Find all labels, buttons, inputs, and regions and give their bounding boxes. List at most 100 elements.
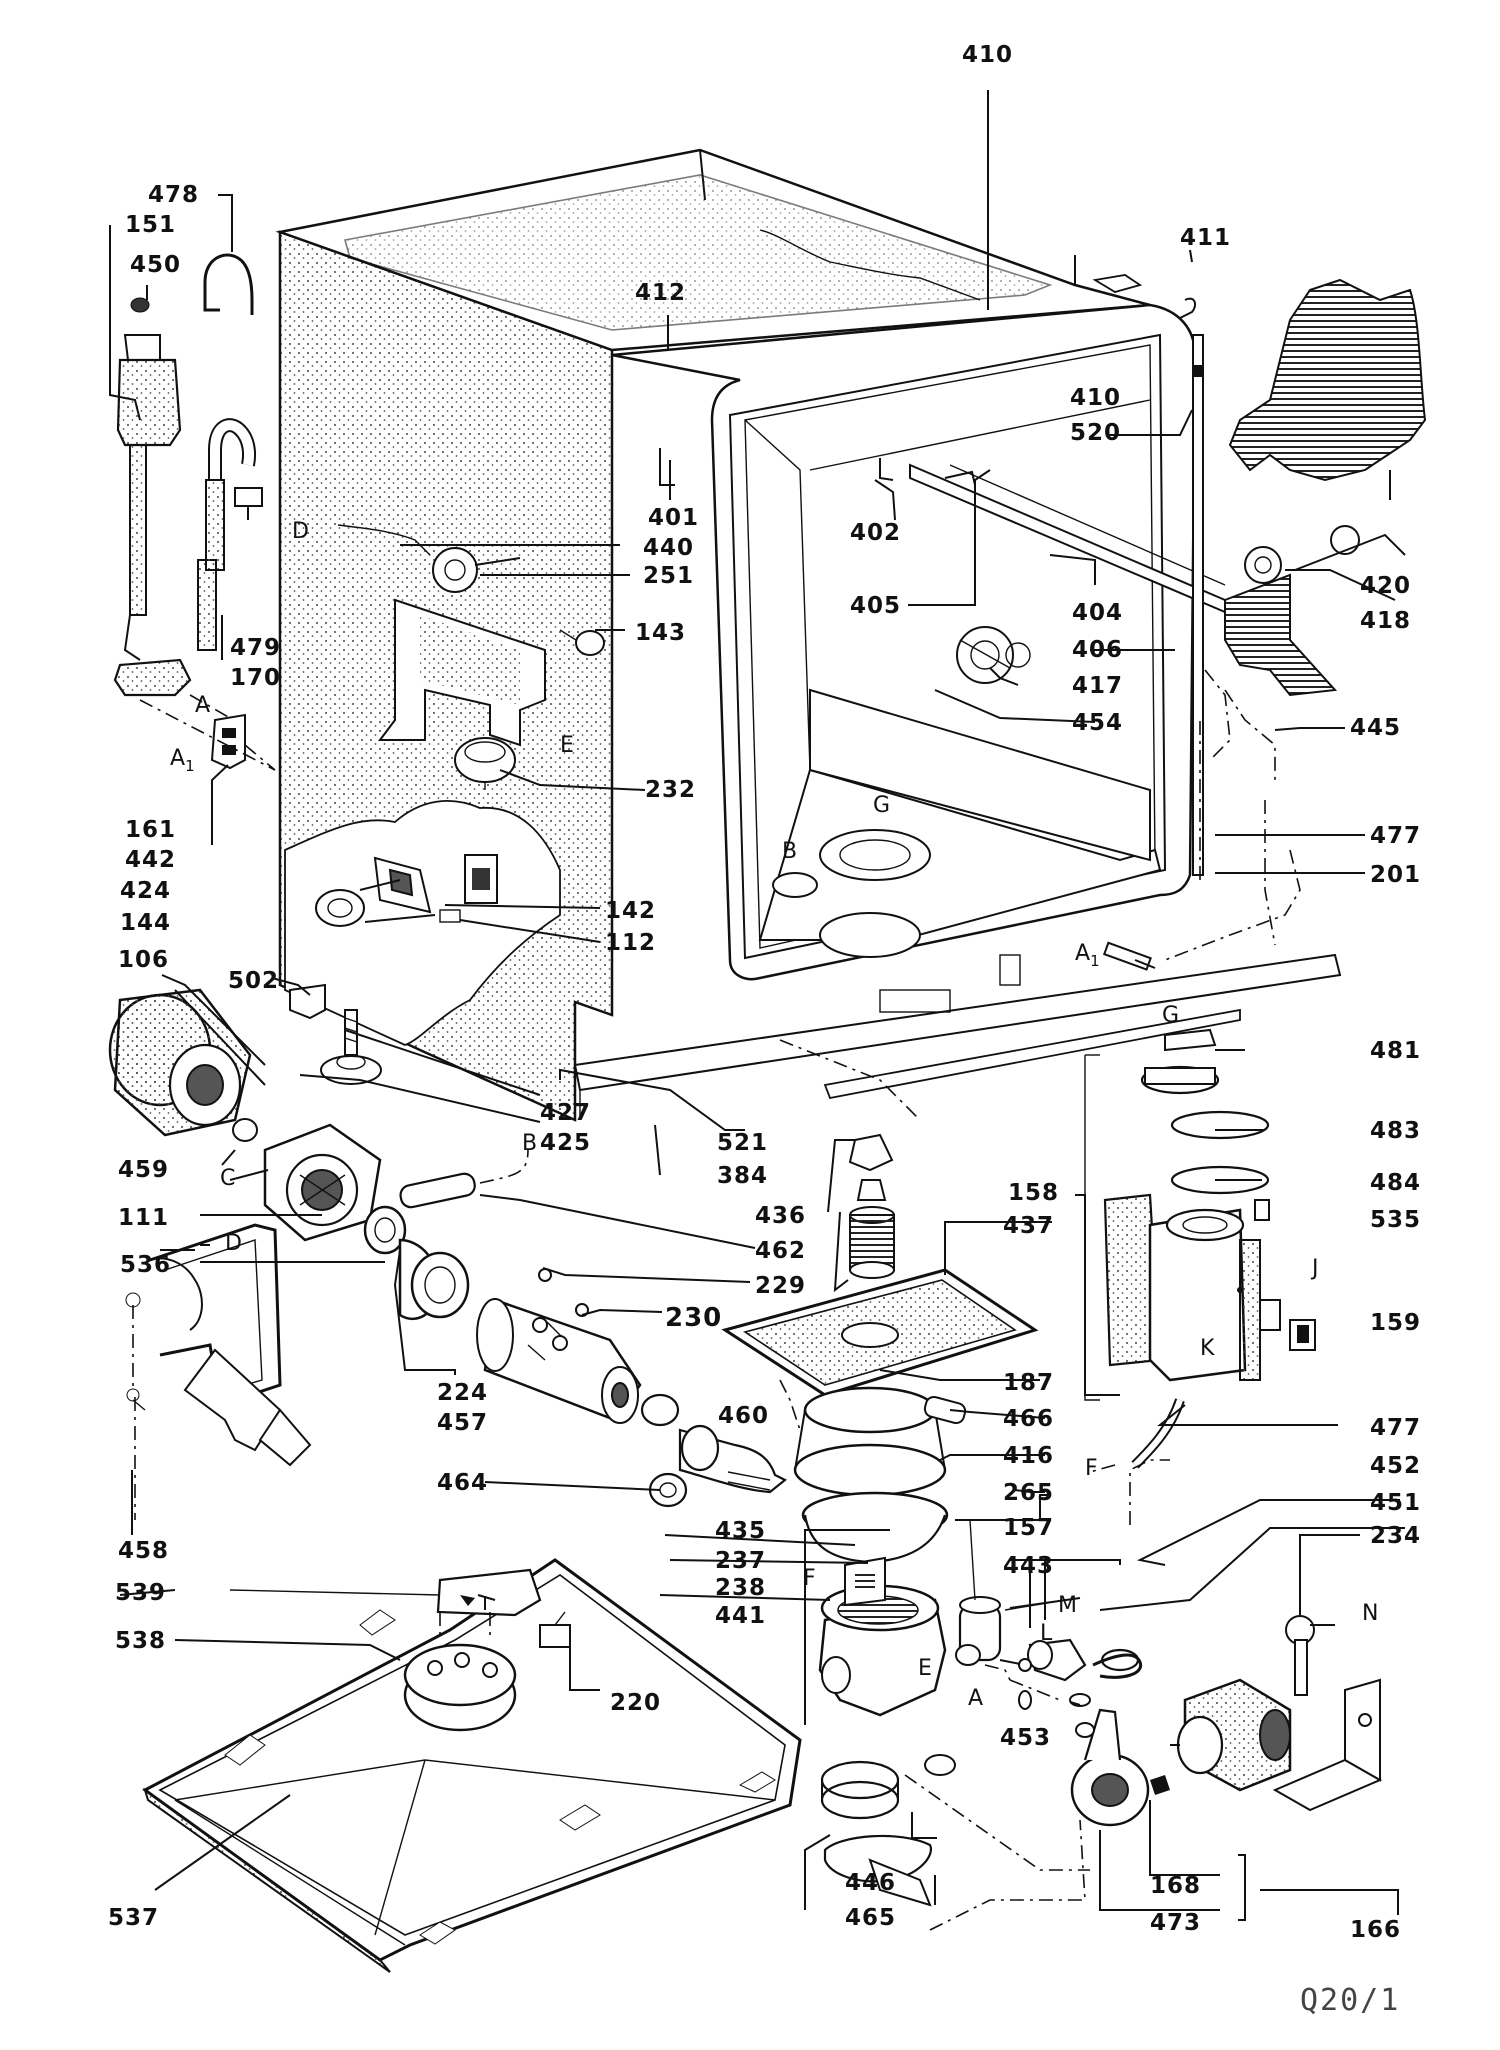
hose-clip <box>203 253 254 315</box>
rinse-aid-cap <box>315 889 365 927</box>
callout-238: 238 <box>715 1575 766 1601</box>
inlet-valve <box>1285 1615 1335 1696</box>
callout-166: 166 <box>1350 1917 1401 1943</box>
callout-535: 535 <box>1370 1207 1421 1233</box>
letter-B-pump: B <box>522 1131 537 1156</box>
letter-A-valve: A <box>968 1686 983 1711</box>
callout-416: 416 <box>1003 1443 1054 1469</box>
heater-terminal <box>1244 546 1282 584</box>
callout-237: 237 <box>715 1548 766 1574</box>
callout-424: 424 <box>120 878 171 904</box>
upper-spray-arm <box>956 626 1014 684</box>
top-frame-inner <box>343 174 1053 331</box>
callout-451: 451 <box>1370 1490 1421 1516</box>
callout-458: 458 <box>118 1538 169 1564</box>
letter-G-tub: G <box>873 793 890 818</box>
letter-D-pump: D <box>225 1231 242 1256</box>
wash-pump <box>263 1123 382 1242</box>
letter-A1-rail: A1 <box>1075 941 1100 970</box>
letter-N-inlet: N <box>1362 1601 1378 1626</box>
rear-panel <box>1228 278 1427 482</box>
callout-404: 404 <box>1072 600 1123 626</box>
leader-lines <box>109 90 1406 1921</box>
callout-417: 417 <box>1072 673 1123 699</box>
callout-406: 406 <box>1072 637 1123 663</box>
letter-markers: D A A1 E G B A1 G C B D J K F F M L E A … <box>170 519 1378 1711</box>
callout-168: 168 <box>1150 1873 1201 1899</box>
callout-151: 151 <box>125 212 176 238</box>
base-rail <box>573 953 1342 1092</box>
callout-410-b: 410 <box>1070 385 1121 411</box>
callout-111: 111 <box>118 1205 169 1231</box>
callout-187: 187 <box>1003 1370 1054 1396</box>
frame-bracket <box>125 1223 312 1520</box>
callout-232: 232 <box>645 777 696 803</box>
callout-462: 462 <box>755 1238 806 1264</box>
letter-E-panel: E <box>560 733 574 758</box>
callout-418: 418 <box>1360 608 1411 634</box>
sump-clamp <box>923 1395 967 1425</box>
filter-cap <box>848 1133 894 1172</box>
letter-J-softener: J <box>1310 1256 1319 1281</box>
callout-435: 435 <box>715 1518 766 1544</box>
callout-411: 411 <box>1180 225 1231 251</box>
wash-motor <box>108 988 266 1137</box>
letter-L-valve: L <box>1040 1621 1053 1646</box>
callout-159: 159 <box>1370 1310 1421 1336</box>
sump-opening <box>819 829 931 881</box>
callout-450: 450 <box>130 252 181 278</box>
callout-441: 441 <box>715 1603 766 1629</box>
callout-521: 521 <box>717 1130 768 1156</box>
tub-back-lip <box>809 688 1151 862</box>
callout-412: 412 <box>635 280 686 306</box>
callout-405: 405 <box>850 593 901 619</box>
callout-224: 224 <box>437 1380 488 1406</box>
callout-440: 440 <box>643 535 694 561</box>
callout-425: 425 <box>540 1130 591 1156</box>
callout-234: 234 <box>1370 1523 1421 1549</box>
float-housing <box>436 1568 542 1640</box>
callout-465: 465 <box>845 1905 896 1931</box>
callout-402: 402 <box>850 520 901 546</box>
cabinet-drawing <box>275 148 1427 1122</box>
callout-477-b: 477 <box>1370 1415 1421 1441</box>
callout-144: 144 <box>120 910 171 936</box>
callout-201: 201 <box>1370 862 1421 888</box>
base-tray <box>142 1558 802 1973</box>
panel-switch <box>432 547 521 593</box>
vent-base <box>113 658 192 697</box>
letter-A1-left: A1 <box>170 746 195 775</box>
callout-478: 478 <box>148 182 199 208</box>
callout-445: 445 <box>1350 715 1401 741</box>
callout-538: 538 <box>115 1628 166 1654</box>
callout-157: 157 <box>1003 1515 1054 1541</box>
letter-F-hose: F <box>1085 1456 1098 1481</box>
drain-collar <box>820 1760 900 1820</box>
callout-143: 143 <box>635 620 686 646</box>
hose-connector <box>1102 941 1156 971</box>
softener-lid <box>1164 1028 1217 1052</box>
callout-446: 446 <box>845 1870 896 1896</box>
callout-158: 158 <box>1008 1180 1059 1206</box>
letter-F-sump: F <box>803 1566 816 1591</box>
letter-A-left: A <box>195 693 210 718</box>
pump-hose <box>399 1172 476 1209</box>
softener-valve <box>1289 1319 1316 1351</box>
motor-capacitor <box>232 1118 258 1142</box>
callout-477: 477 <box>1370 823 1421 849</box>
callout-401: 401 <box>648 505 699 531</box>
callout-539: 539 <box>115 1580 166 1606</box>
motor-mount-bracket <box>1272 1678 1383 1812</box>
callout-442: 442 <box>125 847 176 873</box>
callout-112: 112 <box>605 930 656 956</box>
mount-clip <box>289 983 326 1020</box>
callout-230: 230 <box>665 1303 722 1333</box>
letter-D-top: D <box>292 519 309 544</box>
drain-hole <box>772 872 818 898</box>
callout-161: 161 <box>125 817 176 843</box>
coarse-filter <box>849 1206 895 1279</box>
callout-464: 464 <box>437 1470 488 1496</box>
drawing-reference: Q20/1 <box>1300 1983 1400 2018</box>
callout-452: 452 <box>1370 1453 1421 1479</box>
callout-459: 459 <box>118 1157 169 1183</box>
